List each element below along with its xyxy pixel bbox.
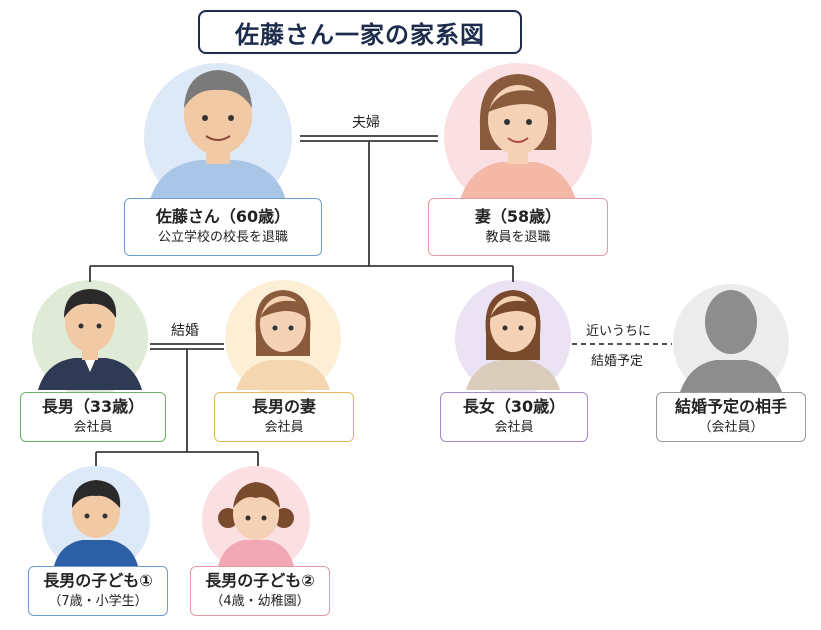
person-name: 長男（33歳） (41, 397, 145, 416)
person-name: 長男の妻 (251, 397, 316, 416)
father-icon (150, 70, 286, 200)
page-title: 佐藤さん一家の家系図 (198, 10, 522, 54)
person-card-mother: 妻（58歳） 教員を退職 (428, 198, 608, 256)
person-description: 会社員 (494, 420, 534, 435)
person-name: 長男の子ども② (205, 571, 315, 590)
person-name: 長男の子ども① (43, 571, 153, 590)
person-description: 公立学校の校長を退職 (157, 230, 288, 245)
person-name: 長女（30歳） (462, 397, 566, 416)
relation-label-married: 夫婦 (352, 115, 380, 131)
person-name: 佐藤さん（60歳） (155, 207, 291, 226)
person-description: （7歳・小学生） (48, 594, 148, 609)
relation-label-engaged-2: 結婚予定 (591, 354, 644, 369)
person-card-child1: 長男の子ども① （7歳・小学生） (28, 566, 168, 616)
fiance-silhouette-icon (680, 290, 782, 392)
daughter-icon (466, 290, 560, 390)
person-card-son-wife: 長男の妻 会社員 (214, 392, 354, 442)
person-name: 妻（58歳） (474, 207, 562, 226)
person-description: 会社員 (73, 420, 113, 435)
person-card-son: 長男（33歳） 会社員 (20, 392, 166, 442)
person-card-daughter: 長女（30歳） 会社員 (440, 392, 588, 442)
person-description: 教員を退職 (485, 230, 551, 245)
son-icon (38, 289, 142, 390)
person-description: （会社員） (698, 420, 764, 435)
avatars (32, 63, 789, 574)
relation-label-engaged-1: 近いうちに (586, 324, 652, 339)
person-description: （4歳・幼稚園） (210, 594, 310, 609)
mother-icon (460, 74, 576, 200)
connector-lines (89, 135, 672, 466)
person-name: 結婚予定の相手 (674, 397, 787, 416)
person-description: 会社員 (264, 420, 304, 435)
child2-icon (218, 482, 294, 566)
person-card-fiance: 結婚予定の相手 （会社員） (656, 392, 806, 442)
relation-label-kekkon: 結婚 (171, 323, 199, 339)
child1-icon (54, 480, 138, 566)
person-card-father: 佐藤さん（60歳） 公立学校の校長を退職 (124, 198, 322, 256)
son-wife-icon (236, 290, 330, 390)
person-card-child2: 長男の子ども② （4歳・幼稚園） (190, 566, 330, 616)
